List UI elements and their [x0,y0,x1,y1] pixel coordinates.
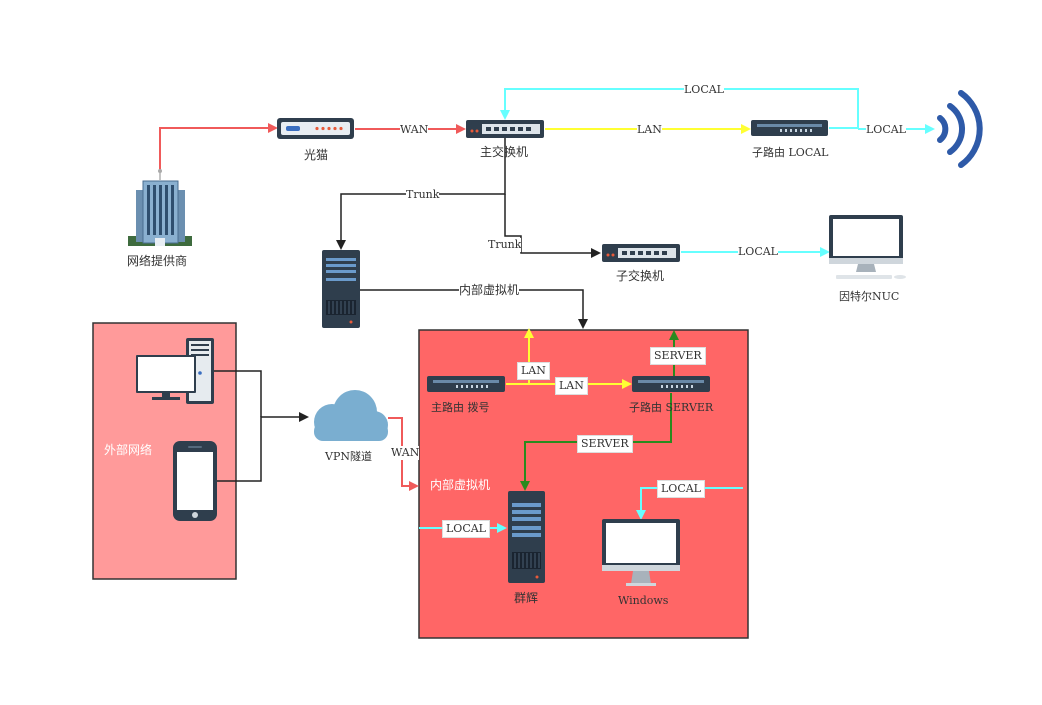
node-label-sub-router-local: 子路由 LOCAL [752,146,829,159]
node-label-nas: 群辉 [514,591,539,605]
group-label-internal: 内部虚拟机 [430,478,491,492]
imac-icon [829,215,906,279]
edge-label-local-windows: LOCAL [657,480,705,498]
edge-isp-modem [159,123,278,172]
node-label-isp: 网络提供商 [127,254,188,268]
edge-phone-cloud [216,412,309,482]
edge-label-wan1: WAN [400,123,429,137]
node-label-nuc: 因特尔NUC [839,290,900,303]
server-icon-nas [508,491,545,583]
edge-local-windows [636,487,743,520]
node-label-modem: 光猫 [304,148,329,162]
edge-label-wan-vpn: WAN [391,446,420,460]
router-icon-server [632,376,710,392]
edge-label-server-up: SERVER [650,347,706,365]
edge-label-local-nuc: LOCAL [738,245,778,259]
edge-label-local-nas: LOCAL [442,520,490,538]
monitor-icon [602,519,680,586]
edge-label-trunk2: Trunk [488,238,522,252]
router-icon-local [751,120,828,136]
edge-server-internal [360,289,588,329]
edge-label-server-down: SERVER [577,435,633,453]
building-icon [128,169,192,246]
modem-icon [277,118,354,139]
wifi-icon [937,90,983,168]
node-label-vpn: VPN隧道 [325,450,372,463]
node-label-sub-router-server: 子路由 SERVER [629,401,714,414]
node-label-main-switch: 主交换机 [480,145,529,159]
desktop-pc-icon [136,338,214,404]
server-icon-top [322,250,360,328]
edge-label-lan-top: LAN [637,123,662,137]
node-label-main-router: 主路由 拨号 [431,401,490,414]
switch-icon-main [466,120,544,138]
edge-label-lan-mid: LAN [555,377,588,395]
edge-label-trunk1: Trunk [406,188,440,202]
node-label-sub-switch: 子交换机 [616,269,665,283]
router-icon-main [427,376,505,392]
edge-label-internal-vm: 内部虚拟机 [459,283,520,297]
phone-icon [173,441,217,521]
edge-label-local-loop: LOCAL [684,83,724,97]
edge-label-lan-up: LAN [517,362,550,380]
node-label-windows: Windows [618,594,669,607]
edge-label-local-wifi: LOCAL [866,123,906,137]
cloud-icon [314,390,388,441]
switch-icon-sub [602,244,680,262]
group-label-external: 外部网络 [104,443,153,457]
edge-pc-cloud [214,370,262,417]
edge-trunk-subswitch [504,194,601,258]
edge-local-loop [500,88,859,129]
